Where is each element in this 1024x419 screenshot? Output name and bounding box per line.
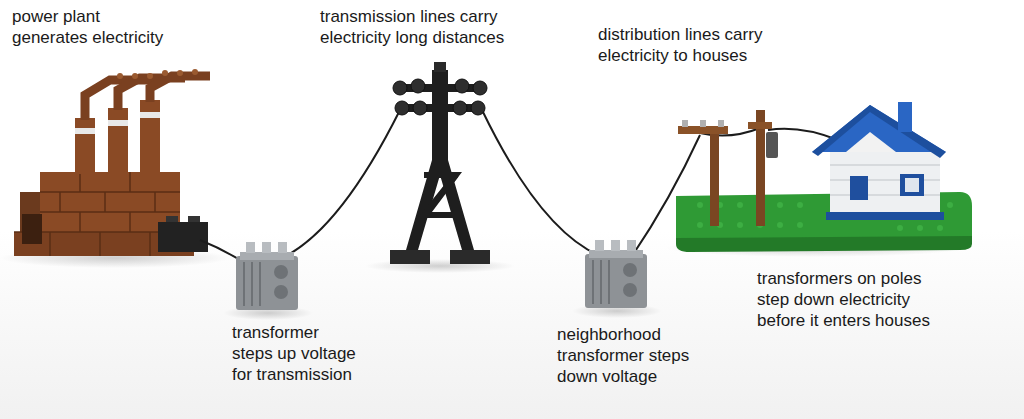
caption-text: power plant generates electricity [12,6,202,48]
caption-text: distribution lines carry electricity to … [598,24,808,66]
caption-text: transmission lines carry electricity lon… [320,6,550,48]
transmission-tower [390,62,490,264]
power-plant [14,69,210,256]
neighborhood-transformer [585,240,647,308]
caption-text: transformers on poles step down electric… [757,268,957,331]
house [812,102,946,220]
caption-text: transformer steps up voltage for transmi… [232,322,384,385]
caption-text: neighborhood transformer steps down volt… [557,324,709,387]
utility-poles [678,110,778,226]
step-up-transformer [236,242,298,310]
